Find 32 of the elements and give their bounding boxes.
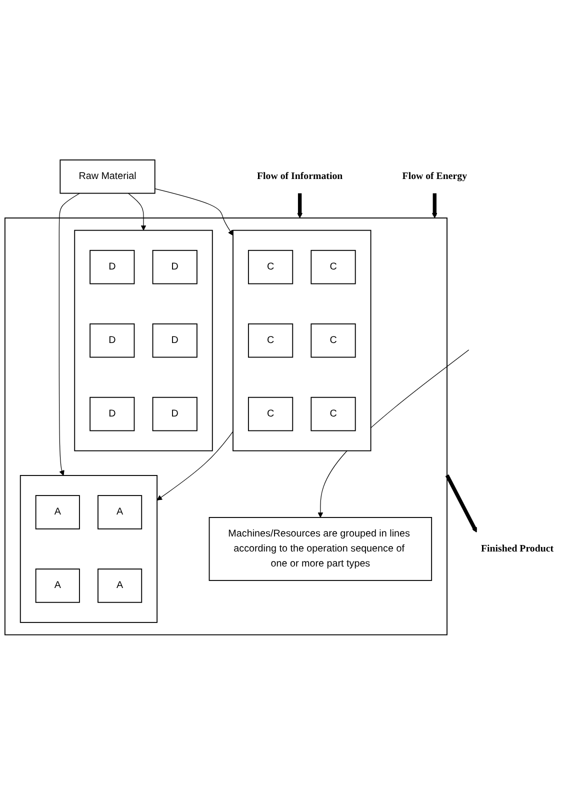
node-box: D (90, 250, 135, 284)
node-box: D (152, 396, 198, 431)
node-box: D (152, 323, 198, 358)
node-text: Flow of Energy (402, 170, 468, 182)
node-box: C (310, 396, 356, 431)
node-box: A (98, 494, 142, 529)
node-box: Machines/Resources are grouped in lines according to the operation sequence of one or more part types (208, 516, 432, 581)
node-text: Flow of Information (257, 170, 343, 182)
arrow (58, 192, 80, 476)
node-box: C (248, 250, 294, 284)
arrow (156, 430, 234, 500)
arrow (445, 474, 478, 532)
node-box: A (98, 568, 142, 602)
node-text: Finished Product (480, 543, 554, 554)
node-box: D (90, 323, 135, 358)
node-box: C (248, 323, 294, 358)
node-box: D (152, 250, 198, 284)
node-box: A (35, 568, 80, 602)
cluster (74, 230, 213, 451)
node-box: Raw Material (60, 159, 156, 194)
arrow (297, 192, 303, 218)
arrow (432, 192, 438, 218)
node-box: D (90, 396, 135, 431)
cluster (4, 217, 448, 635)
cluster (232, 230, 372, 451)
cluster (20, 474, 158, 623)
node-box: C (248, 396, 294, 431)
arrow (154, 188, 234, 236)
node-box: A (35, 494, 80, 529)
node-box: C (310, 323, 356, 358)
arrow (128, 192, 146, 230)
node-box: C (310, 250, 356, 284)
